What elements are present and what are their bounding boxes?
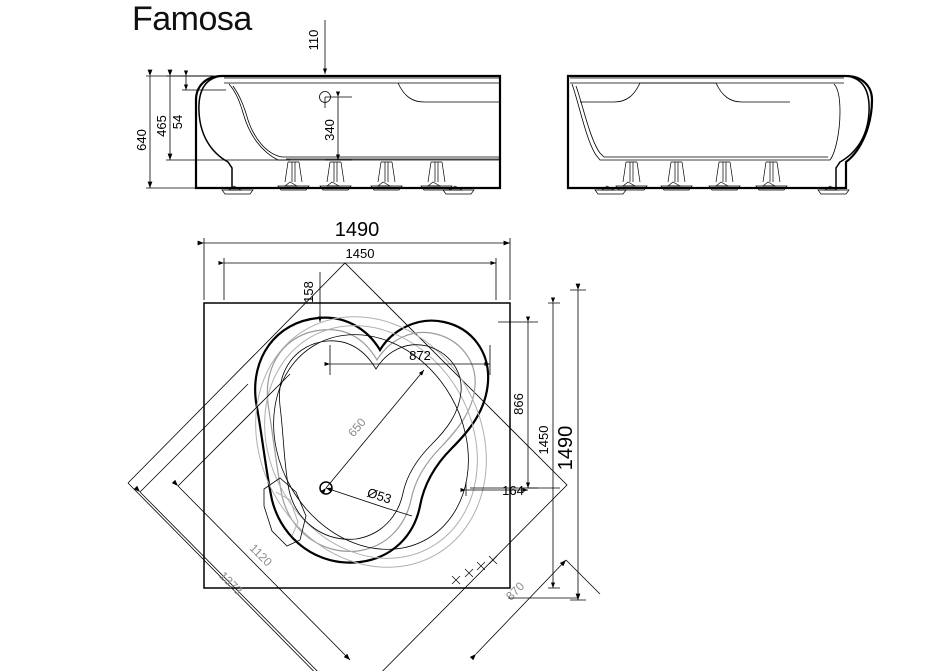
dim-diagonal-depth: 870 [503,579,527,603]
dim-overflow-height: 340 [322,119,337,141]
dim-height-rim: 465 [154,115,169,137]
plan-view [127,262,568,671]
drawing-title: Famosa [132,0,252,38]
dim-basin-depth: 866 [511,393,526,415]
front-elevation-view [194,74,502,195]
dim-overflow-offset: 110 [306,30,321,51]
support-legs [221,161,475,195]
dim-height-overall: 640 [134,129,149,151]
support-legs-side [594,161,850,195]
tub-rim-offset [266,329,476,553]
diagonal-reference-square [127,262,568,671]
leg-position-markers [451,555,498,585]
dim-inset-right: 164 [502,483,524,498]
dim-depth-inner: 1450 [536,426,551,455]
tub-inner-basin [273,334,469,550]
dim-width-overall: 1490 [335,219,380,241]
dim-inset-top: 158 [301,281,316,303]
dim-basin-width: 872 [409,348,431,363]
plan-dimensions: 1490 1450 158 872 866 164 1450 [133,219,601,671]
dim-diagonal-inner: 1120 [247,541,275,569]
dim-drain-diameter: Ø53 [365,485,393,507]
dim-width-inner: 1450 [346,246,375,261]
dim-rim-thickness: 54 [170,115,185,129]
elevation-dimensions: 640 465 54 110 340 [134,20,352,189]
dim-depth-overall: 1490 [555,426,577,471]
dim-basin-diagonal: 650 [345,415,369,440]
dim-diagonal-outer: 1373 [216,569,245,598]
side-elevation-view [566,74,874,195]
plan-outline-square [203,302,511,589]
